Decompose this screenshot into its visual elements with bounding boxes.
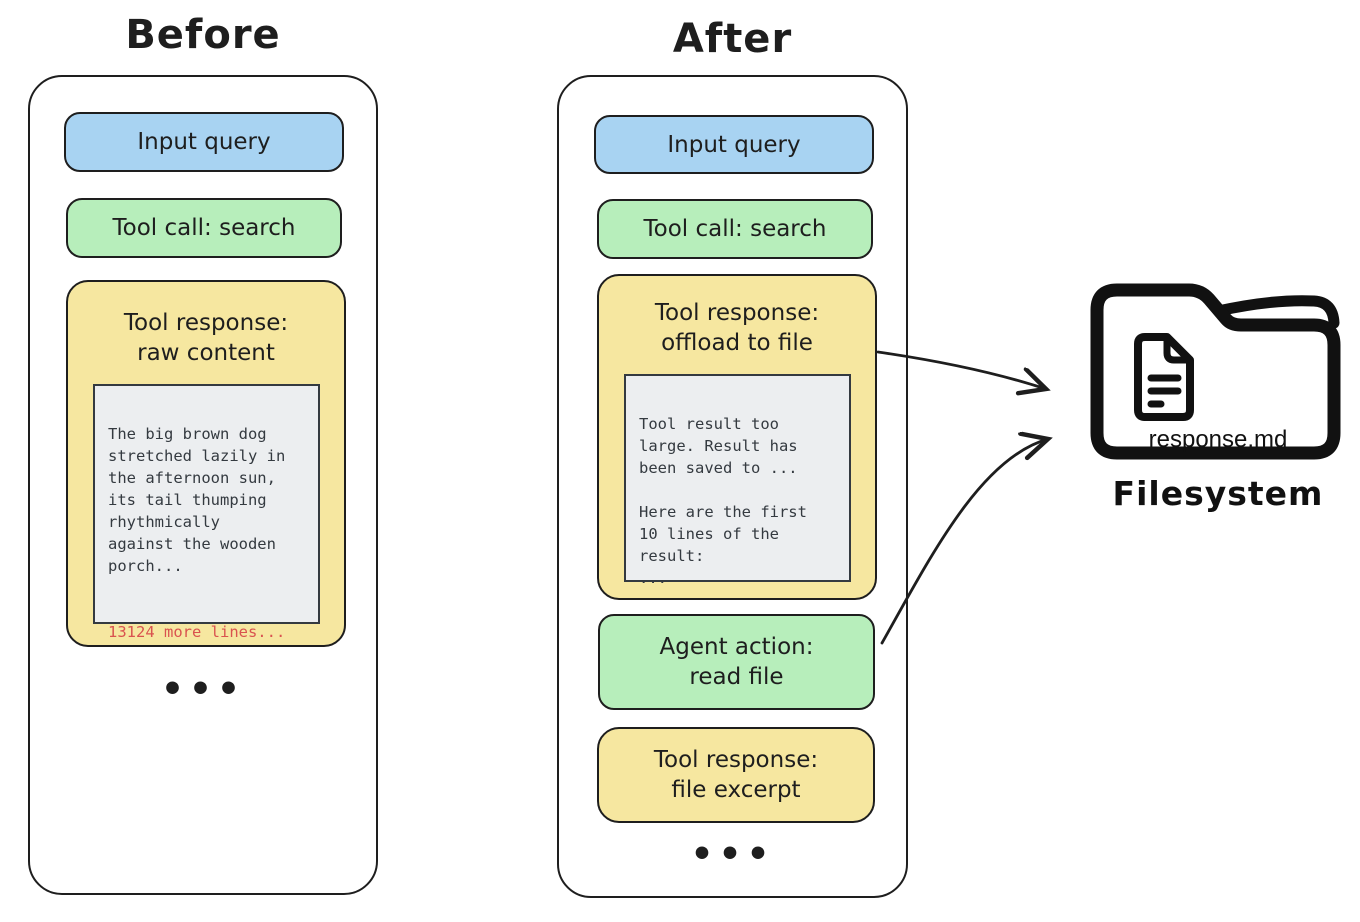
after-title: After [672,16,793,62]
folder-icon [1090,283,1341,460]
before-tool-call-box: Tool call: search [66,198,342,258]
after-ellipsis: ••• [690,834,775,875]
after-offload-message-text: Tool result too large. Result has been s… [639,415,807,587]
after-tool-call-label: Tool call: search [643,216,827,242]
after-agent-action-label: Agent action: read file [659,634,814,690]
before-input-query-box: Input query [64,112,344,172]
after-input-query-label: Input query [667,131,801,158]
before-tool-response-box: Tool response: raw content The big brown… [66,280,346,647]
before-input-query-label: Input query [137,129,271,155]
after-panel: Input query Tool call: search Tool respo… [557,75,908,898]
after-agent-action-box: Agent action: read file [598,614,875,710]
after-tool-response-excerpt-label: Tool response: file excerpt [653,747,819,803]
filesystem-label: Filesystem [1112,474,1324,513]
after-tool-call-box: Tool call: search [597,199,873,259]
before-tool-call-label: Tool call: search [112,215,296,241]
before-more-lines-text: 13124 more lines... [108,623,286,641]
document-icon [1134,333,1194,421]
before-ellipsis: ••• [160,669,246,710]
before-panel: Input query Tool call: search Tool respo… [28,75,378,895]
after-tool-response-offload-title: Tool response: offload to file [654,300,820,356]
file-name-label: response.md [1148,426,1288,453]
filesystem-folder: response.md [1088,281,1348,473]
before-tool-response-title: Tool response: raw content [123,310,289,366]
before-title: Before [125,12,281,58]
after-tool-response-excerpt-box: Tool response: file excerpt [597,727,875,823]
before-raw-content-codebox: The big brown dog stretched lazily in th… [93,384,320,641]
after-tool-response-offload-box: Tool response: offload to file Tool resu… [597,274,877,600]
after-offload-codebox: Tool result too large. Result has been s… [624,374,851,587]
after-input-query-box: Input query [594,115,874,174]
before-raw-content-text: The big brown dog stretched lazily in th… [108,425,286,575]
